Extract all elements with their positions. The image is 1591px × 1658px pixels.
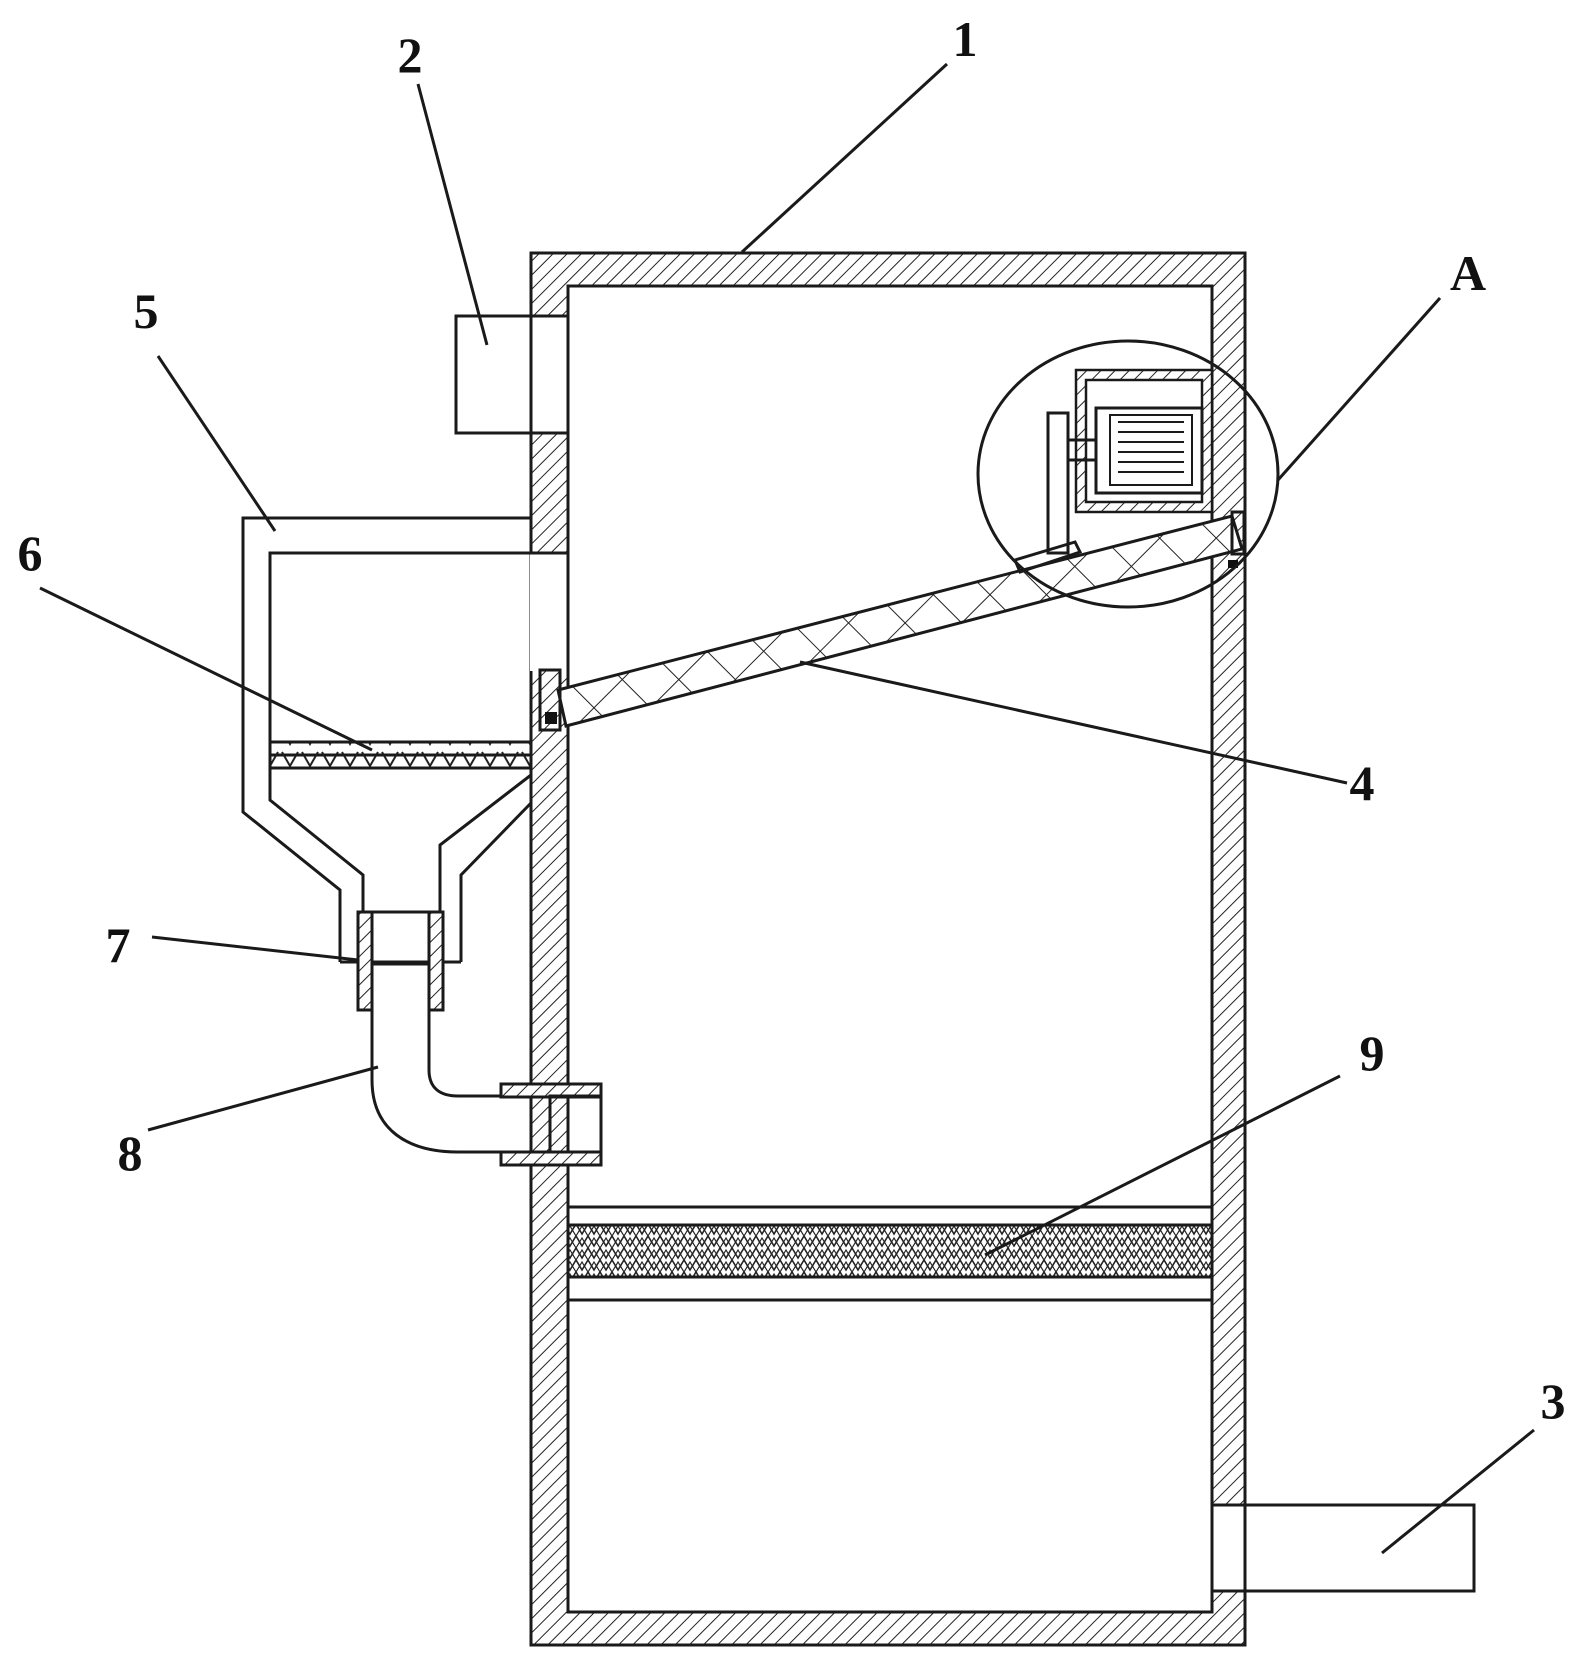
leader-9 <box>984 1074 1341 1257</box>
label-5: 5 <box>134 283 159 339</box>
label-4: 4 <box>1350 755 1375 811</box>
return-pipe <box>370 1010 603 1167</box>
label-6: 6 <box>18 525 43 581</box>
leader-3 <box>1381 1428 1535 1555</box>
tank-filter <box>268 740 533 770</box>
vibration-rod <box>1046 411 1070 555</box>
leader-6 <box>39 586 373 752</box>
inlet-pipe <box>454 314 533 435</box>
side-tank <box>241 516 533 964</box>
label-2: 2 <box>398 27 423 83</box>
detail-a <box>976 339 1280 609</box>
leader-5 <box>156 355 277 532</box>
label-9: 9 <box>1360 1025 1385 1081</box>
sleeve <box>356 910 445 1012</box>
inclined-screen <box>538 510 1246 732</box>
leader-lines <box>39 62 1535 1555</box>
motor-body <box>1094 406 1204 495</box>
tank-opening <box>530 553 569 671</box>
leader-7 <box>151 935 359 962</box>
bottom-filter <box>566 1205 1214 1302</box>
housing-wall <box>529 251 1247 1647</box>
rod-plate <box>1012 540 1083 574</box>
leader-1 <box>740 62 949 254</box>
label-1: 1 <box>953 11 978 67</box>
label-7: 7 <box>106 917 131 973</box>
label-a: A <box>1450 245 1486 301</box>
leader-2 <box>416 83 489 346</box>
leader-a <box>1276 297 1442 481</box>
label-3: 3 <box>1541 1373 1566 1429</box>
outlet-pipe <box>1243 1503 1476 1593</box>
leader-8 <box>147 1065 379 1132</box>
motor-windings <box>1118 421 1184 473</box>
label-8: 8 <box>118 1125 143 1181</box>
inlet-opening <box>530 316 569 433</box>
leader-4 <box>799 660 1348 785</box>
outlet-opening <box>1211 1505 1247 1591</box>
